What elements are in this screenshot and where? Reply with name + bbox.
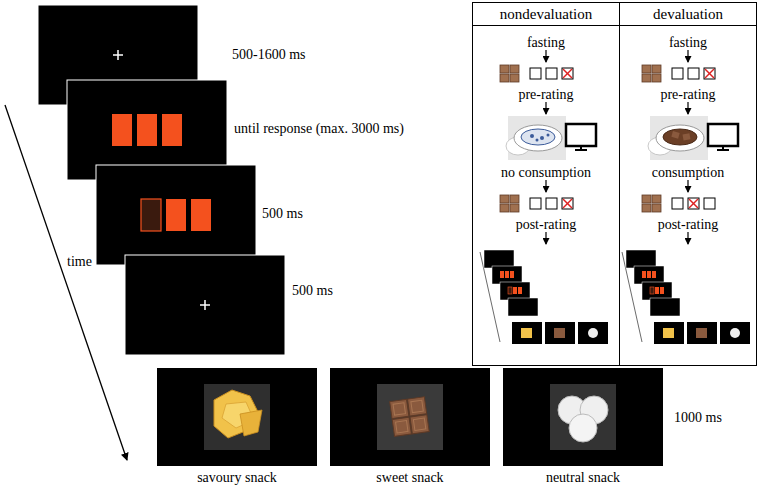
column-heading: devaluation <box>620 3 756 26</box>
sweet-snack-screen <box>330 368 490 466</box>
stimulus-caption: neutral snack <box>546 470 620 486</box>
duration-label: 1000 ms <box>674 410 722 426</box>
duration-label: 500 ms <box>262 206 303 222</box>
condition-column: devaluation fasting pre-rating consumption p… <box>619 2 757 366</box>
mini-trial-sequence <box>480 250 608 344</box>
step-label: pre-rating <box>620 87 756 103</box>
step-label: pre-rating <box>473 87 619 103</box>
duration-label: 500 ms <box>292 283 333 299</box>
step-label: fasting <box>620 35 756 51</box>
step-label: post-rating <box>473 217 619 233</box>
pre-rating-scale <box>500 65 573 82</box>
fixation-screen <box>125 255 285 355</box>
mini-trial-sequence <box>622 250 750 344</box>
column-heading: nondevaluation <box>473 3 619 26</box>
duration-label: until response (max. 3000 ms) <box>234 121 404 137</box>
post-rating-scale <box>500 195 573 212</box>
savoury-snack-screen <box>157 368 317 466</box>
pre-rating-scale <box>642 65 715 82</box>
duration-label: 500-1600 ms <box>232 47 306 63</box>
step-label: no consumption <box>473 165 619 181</box>
stimulus-caption: sweet snack <box>376 470 443 486</box>
post-rating-scale <box>642 195 715 212</box>
neutral-snack-screen <box>503 368 663 466</box>
axis-label: time <box>67 254 92 270</box>
tv-icon <box>566 124 596 150</box>
feedback-screen <box>96 165 256 265</box>
step-label: consumption <box>620 165 756 181</box>
condition-column: nondevaluation fasting pre-rating no consum… <box>472 2 620 366</box>
stimulus-caption: savoury snack <box>197 470 277 486</box>
step-label: post-rating <box>620 217 756 233</box>
step-label: fasting <box>473 35 619 51</box>
tv-icon <box>708 124 738 150</box>
